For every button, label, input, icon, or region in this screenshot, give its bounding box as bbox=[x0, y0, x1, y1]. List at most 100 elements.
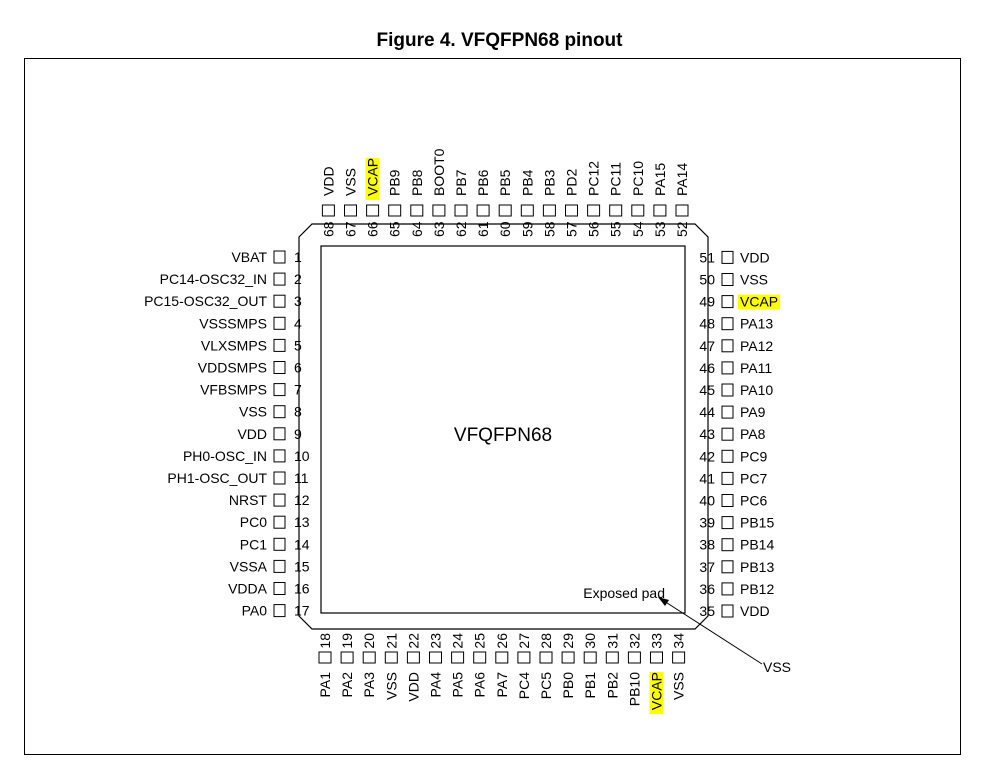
pin-name: PD2 bbox=[564, 169, 580, 196]
pin-pad bbox=[432, 204, 446, 217]
pin-pad bbox=[520, 204, 534, 217]
pin-name: VBAT bbox=[231, 249, 267, 265]
exposed-pad-pointer-arrowhead bbox=[658, 597, 669, 606]
pin-name: PB9 bbox=[387, 169, 403, 196]
pin-name: PB5 bbox=[497, 169, 513, 196]
pin-pad bbox=[429, 651, 442, 664]
pin-number: 48 bbox=[699, 316, 715, 332]
pin-name: PA5 bbox=[450, 672, 466, 698]
pin-pad bbox=[721, 273, 734, 286]
pin-name: PA7 bbox=[494, 672, 510, 698]
pin-pad bbox=[410, 204, 424, 217]
pin-name: PA12 bbox=[740, 338, 773, 354]
pin-number: 57 bbox=[564, 221, 580, 237]
pin-pad bbox=[605, 651, 619, 664]
pin-pad bbox=[721, 295, 734, 309]
pin-pad bbox=[406, 651, 420, 664]
highlight-layer bbox=[365, 157, 781, 715]
pin-pad bbox=[721, 516, 734, 530]
pin-name: PB3 bbox=[541, 169, 557, 196]
pin-pad bbox=[273, 405, 286, 419]
exposed-pad-net-label: VSS bbox=[763, 659, 791, 675]
pin-pad bbox=[721, 582, 734, 596]
pin-pad bbox=[273, 338, 286, 352]
pin-pad bbox=[473, 651, 487, 664]
pin-pad bbox=[388, 204, 402, 217]
pin-number: 38 bbox=[699, 537, 715, 553]
exposed-pad-label: Exposed pad bbox=[583, 585, 665, 601]
pin-pad bbox=[454, 204, 468, 217]
pin-number: 45 bbox=[699, 382, 715, 398]
pin-pad bbox=[273, 471, 286, 485]
pin-name: VSSSMPS bbox=[199, 315, 267, 331]
pin-pad bbox=[273, 449, 286, 463]
pin-name: PC1 bbox=[240, 536, 267, 552]
pin-name: VDD bbox=[320, 166, 336, 196]
pin-pad bbox=[721, 317, 734, 331]
pin-name: PH0-OSC_IN bbox=[183, 448, 267, 464]
pin-number: 32 bbox=[626, 633, 642, 649]
pin-name: PA15 bbox=[652, 163, 668, 196]
pin-pad bbox=[653, 204, 667, 217]
pin-pad bbox=[561, 651, 575, 664]
exposed-pad bbox=[320, 245, 686, 614]
pin-pad bbox=[627, 651, 641, 664]
pin-name: PA0 bbox=[242, 603, 268, 619]
pin-number: 30 bbox=[582, 633, 598, 649]
pin-number: 13 bbox=[294, 514, 310, 530]
pin-number: 52 bbox=[674, 221, 690, 237]
pin-pad bbox=[721, 538, 734, 552]
pin-pad bbox=[609, 204, 623, 217]
pin-name: PA4 bbox=[428, 672, 444, 698]
pin-pad bbox=[517, 651, 531, 664]
pin-number: 37 bbox=[699, 559, 715, 575]
pin-number: 49 bbox=[699, 294, 715, 310]
pin-number: 66 bbox=[365, 221, 381, 237]
pin-number: 51 bbox=[699, 249, 715, 265]
pin-pad bbox=[273, 582, 286, 595]
pin-name: VSS bbox=[740, 272, 768, 288]
pin-pad bbox=[721, 560, 734, 574]
pin-number: 63 bbox=[431, 221, 447, 237]
pin-name: VSS bbox=[239, 404, 267, 420]
pin-name: VLXSMPS bbox=[201, 337, 267, 353]
pin-pad bbox=[273, 515, 286, 529]
pin-pad bbox=[273, 294, 286, 308]
pin-number: 42 bbox=[699, 448, 715, 464]
pin-number: 67 bbox=[343, 221, 359, 237]
pin-number: 31 bbox=[604, 633, 620, 649]
pin-number: 1 bbox=[294, 249, 302, 265]
pin-number: 39 bbox=[699, 515, 715, 531]
pin-number: 59 bbox=[519, 221, 535, 237]
pin-pad bbox=[721, 361, 734, 375]
pin-name: PC10 bbox=[630, 161, 646, 196]
pin-name: PC6 bbox=[740, 493, 767, 509]
pin-name: VSS bbox=[343, 168, 359, 196]
pin-pad bbox=[721, 604, 734, 618]
pin-number: 27 bbox=[516, 633, 532, 649]
pin-number: 40 bbox=[699, 493, 715, 509]
pin-name: VDD bbox=[740, 603, 770, 619]
pin-name: PB14 bbox=[740, 537, 774, 553]
pin-name: VSS bbox=[383, 672, 399, 700]
pin-number: 47 bbox=[699, 338, 715, 354]
pin-name: VFBSMPS bbox=[200, 382, 267, 398]
pin-name: PA10 bbox=[740, 382, 773, 398]
pin-highlight bbox=[365, 157, 380, 200]
pin-number: 19 bbox=[339, 633, 355, 649]
pin-number: 6 bbox=[294, 360, 302, 376]
pin-number: 26 bbox=[494, 633, 510, 649]
pin-pad bbox=[721, 339, 734, 353]
pin-name: PB6 bbox=[475, 169, 491, 196]
pin-name: PB7 bbox=[453, 169, 469, 196]
pin-name: PC9 bbox=[740, 448, 767, 464]
pin-number: 43 bbox=[699, 426, 715, 442]
pin-name: PC11 bbox=[608, 162, 624, 196]
pin-name: PB0 bbox=[560, 672, 576, 699]
pin-number: 56 bbox=[586, 221, 602, 237]
pin-pad bbox=[321, 204, 335, 217]
pin-pad bbox=[721, 383, 734, 397]
pin-name: VDD bbox=[740, 249, 770, 265]
pin-name: PB8 bbox=[409, 169, 425, 196]
